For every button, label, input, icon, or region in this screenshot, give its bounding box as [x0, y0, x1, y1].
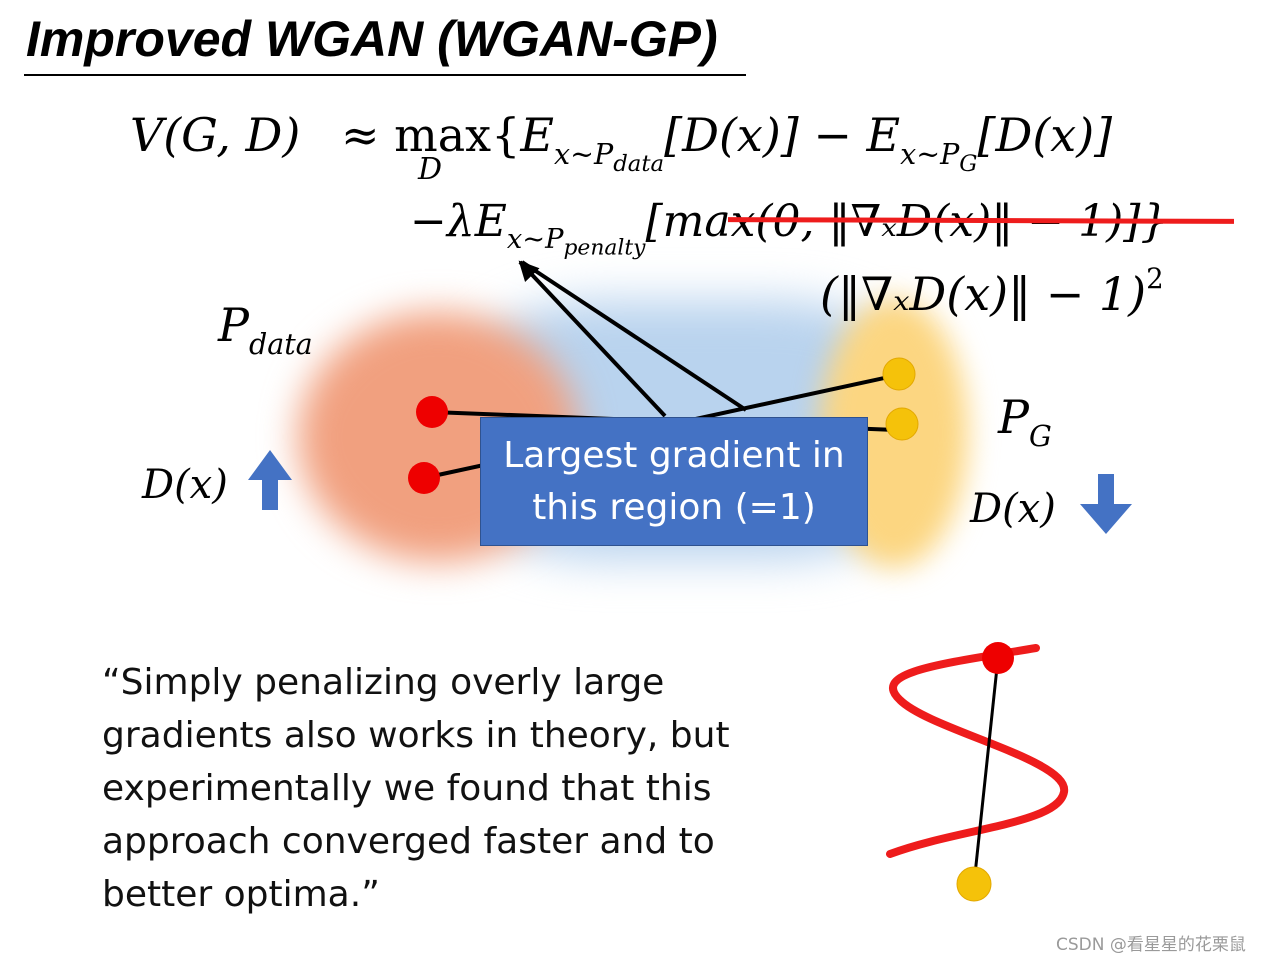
eq-replacement-term: (‖∇ₓD(x)‖ − 1)	[820, 267, 1147, 322]
eq-e2-sub-g: G	[959, 150, 978, 177]
eq-lhs: V(G, D)	[130, 108, 301, 162]
real-sample-point	[416, 396, 448, 428]
pointer-arrow-1	[518, 260, 667, 418]
generated-sample-point	[882, 357, 916, 391]
p-g-sub: G	[1028, 419, 1052, 453]
quote-line: experimentally we found that this	[102, 768, 712, 809]
p-g-label: PG	[998, 390, 1052, 453]
generated-sample-point	[885, 407, 919, 441]
eq-max-subscript: D	[418, 152, 443, 187]
gradient-callout: Largest gradient in this region (=1)	[480, 417, 868, 546]
quote-line: “Simply penalizing overly large	[102, 662, 665, 703]
real-sample-point	[408, 462, 440, 494]
quote-line: better optima.”	[102, 874, 380, 915]
callout-line-2: this region (=1)	[532, 486, 816, 528]
eq-approx: ≈	[340, 108, 380, 162]
pointer-arrow-2	[520, 260, 748, 412]
equation-replacement: (‖∇ₓD(x)‖ − 1)2	[820, 262, 1164, 321]
title-underline	[24, 74, 746, 76]
d-down-arrow-icon	[1080, 474, 1132, 534]
dx-right-text: D(x)	[970, 486, 1056, 532]
eq-penalty-sub-x: x~P	[506, 224, 564, 256]
eq-e2: E	[866, 108, 901, 162]
eq-bracket2: [D(x)]	[977, 108, 1113, 162]
wavy-curve	[886, 644, 1068, 858]
eq-open-brace: {	[491, 108, 521, 162]
p-g-letter: P	[998, 390, 1029, 444]
watermark: CSDN @看星星的花栗鼠	[1056, 935, 1246, 955]
eq-lambda-term: −λE	[410, 196, 507, 247]
equation-line-1: V(G, D) ≈ max{Ex~Pdata[D(x)] − Ex~PG[D(x…	[130, 108, 1112, 177]
slide-title: Improved WGAN (WGAN-GP)	[26, 11, 718, 67]
quote-line: approach converged faster and to	[102, 821, 715, 862]
p-data-letter: P	[218, 298, 249, 352]
curve-generated-point	[956, 866, 992, 902]
p-data-label: Pdata	[218, 298, 313, 361]
quote-line: gradients also works in theory, but	[102, 715, 730, 756]
eq-e1-sub-x: x~P	[554, 137, 614, 171]
eq-max: max	[394, 108, 492, 162]
eq-penalty-sub: penalty	[563, 235, 646, 261]
curve-interp-line	[972, 657, 1000, 885]
quote-block: “Simply penalizing overly large gradient…	[102, 656, 782, 921]
d-up-arrow-icon	[248, 450, 292, 510]
eq-e2-sub-x: x~P	[900, 137, 960, 171]
curve-real-point	[982, 642, 1014, 674]
eq-bracket1: [D(x)] −	[664, 108, 852, 162]
eq-e1-sub-data: data	[613, 150, 665, 177]
dx-right-label: D(x)	[970, 486, 1056, 532]
callout-line-1: Largest gradient in	[503, 434, 845, 476]
eq-replacement-sup: 2	[1146, 262, 1164, 295]
dx-left-label: D(x)	[142, 462, 228, 508]
eq-e1: E	[520, 108, 555, 162]
dx-left-text: D(x)	[142, 462, 228, 508]
p-data-sub: data	[248, 327, 313, 361]
